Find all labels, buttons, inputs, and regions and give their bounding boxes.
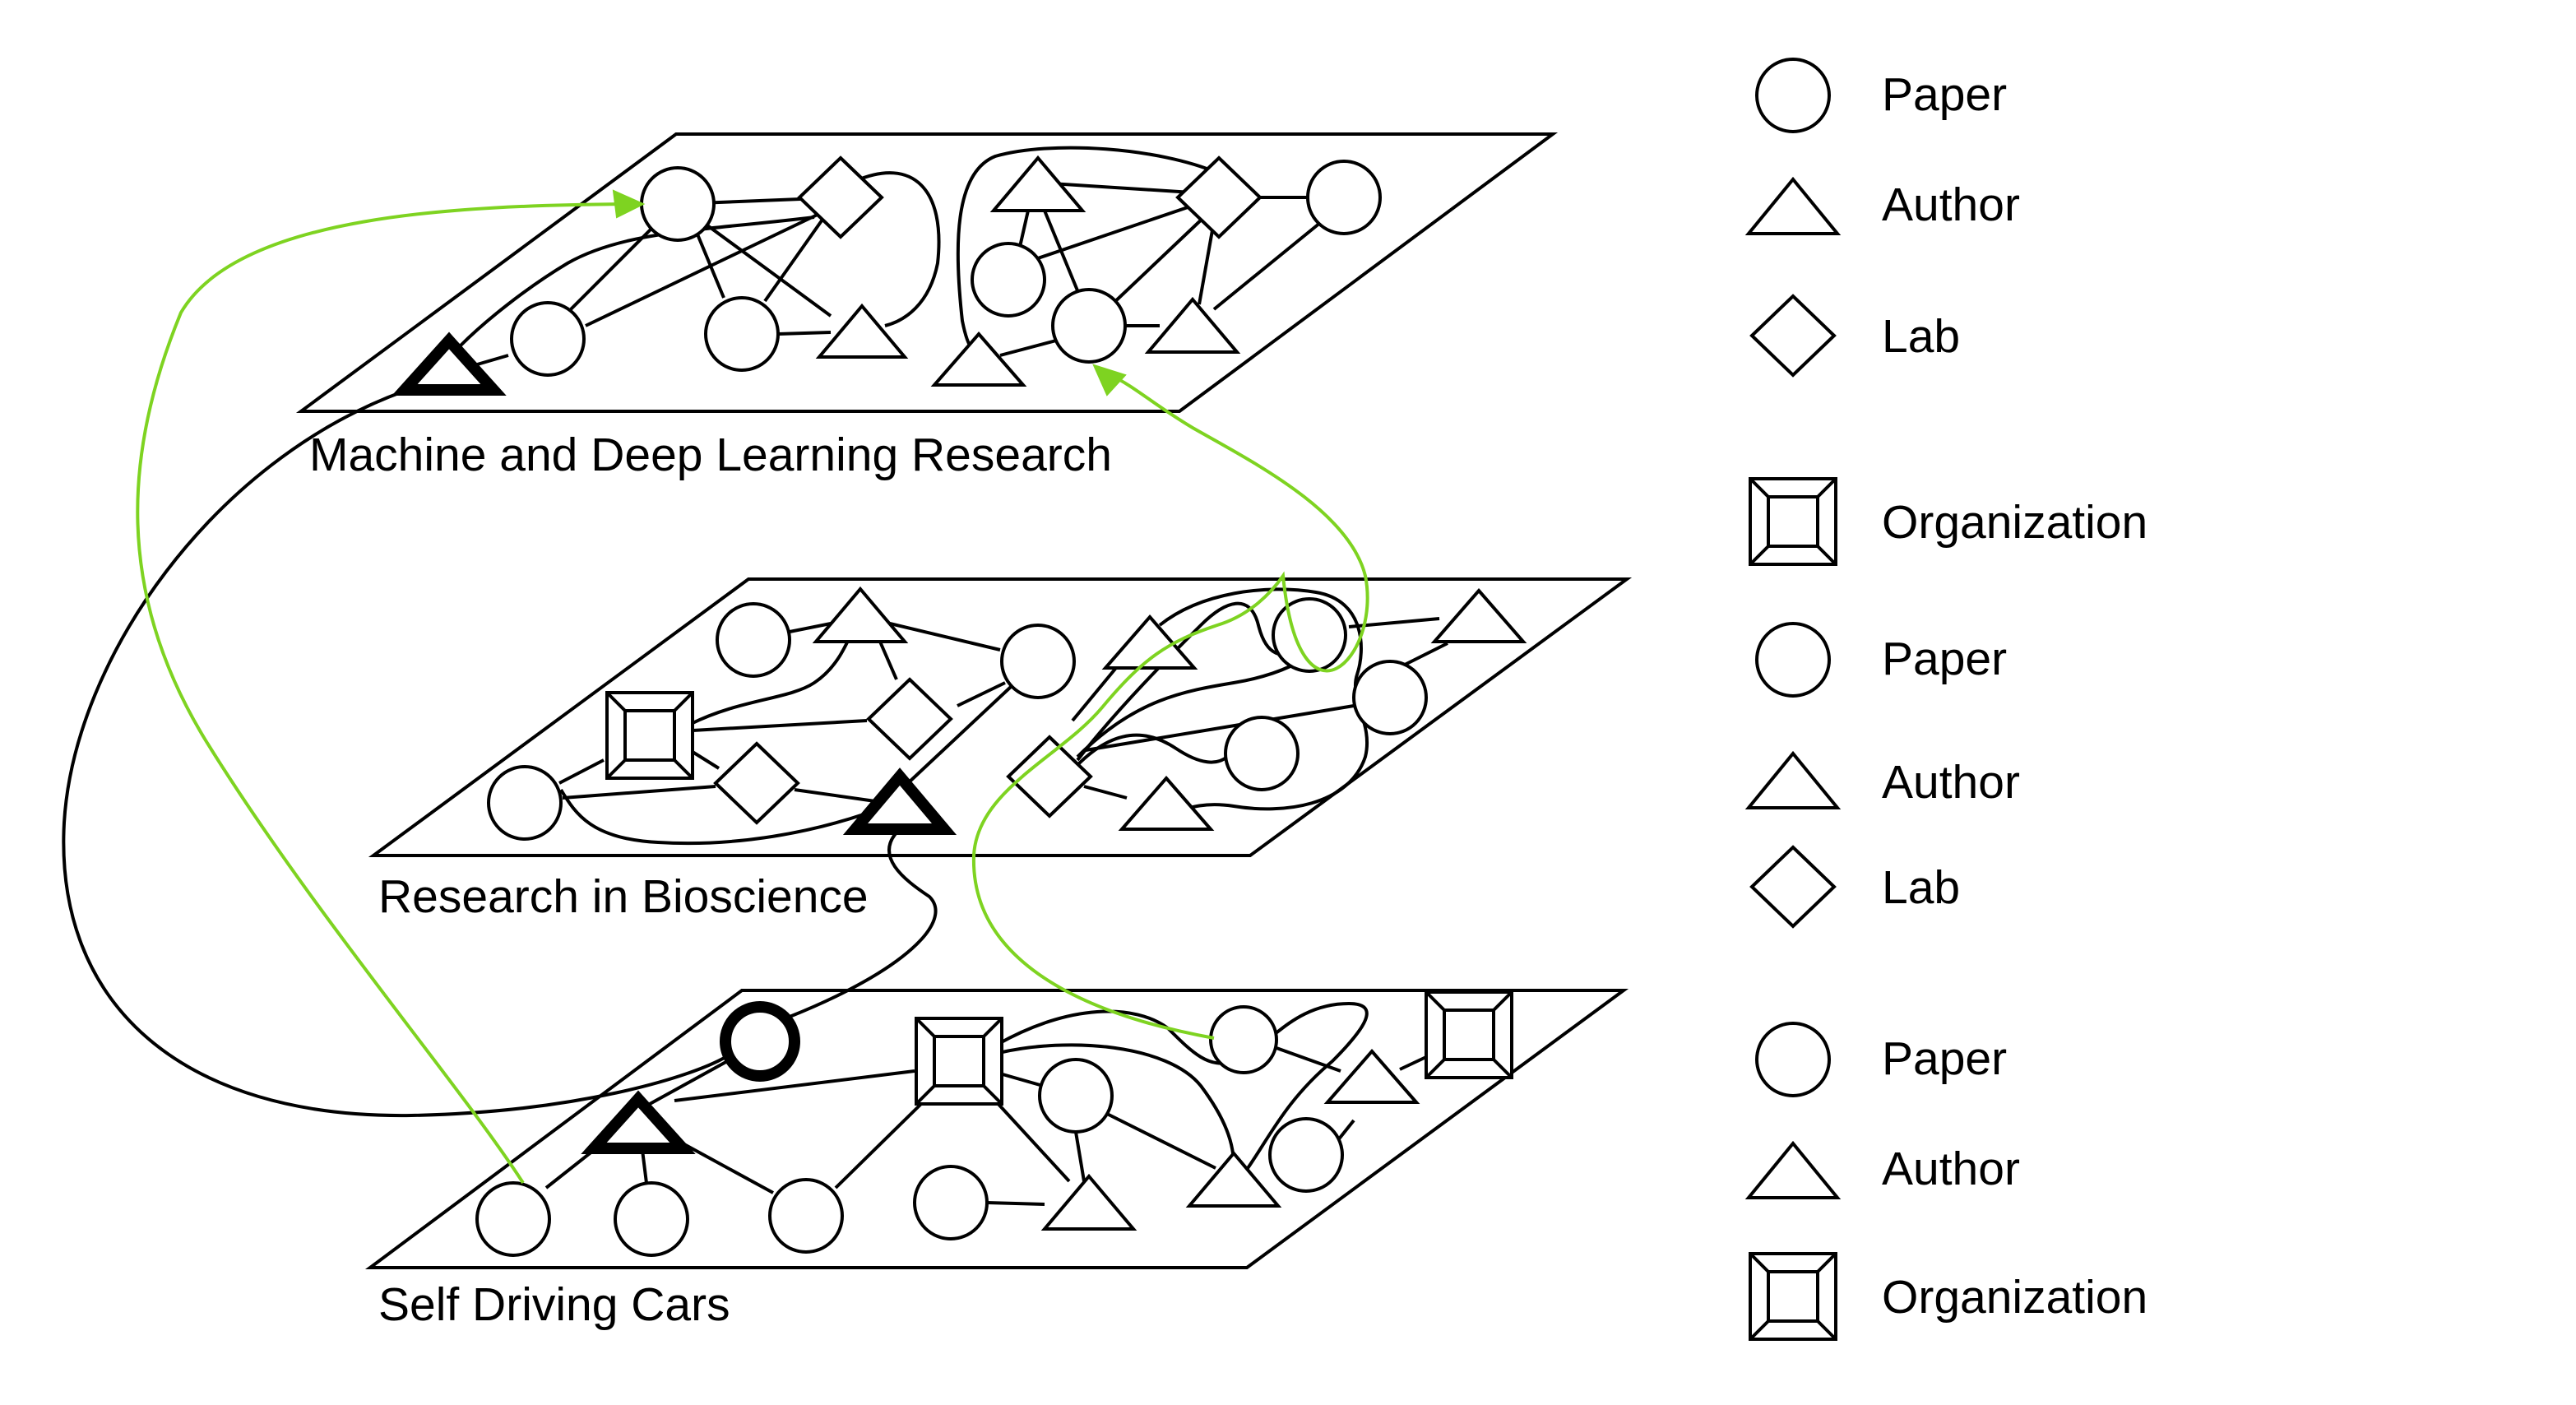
author-node: [815, 303, 909, 359]
lab-node: [866, 677, 953, 761]
paper-node-highlighted: [720, 1001, 800, 1082]
cross-layer-links: [62, 189, 1369, 1185]
layer-bio: [368, 577, 1633, 857]
author-node: [812, 586, 909, 643]
legend-label: Paper: [1882, 633, 2007, 685]
legend-label: Lab: [1882, 310, 1960, 363]
author-node-highlighted: [842, 767, 957, 835]
author-node: [930, 331, 1027, 387]
paper-node: [971, 242, 1046, 318]
layer-ml: [295, 132, 1559, 413]
legend-label: Author: [1882, 756, 2020, 809]
edges-sdc: [544, 1001, 1429, 1206]
paper-node: [475, 1181, 551, 1257]
plane-ml: [295, 132, 1559, 413]
paper-node: [1000, 624, 1076, 699]
paper-node: [1209, 1005, 1278, 1074]
legend-label: Author: [1882, 179, 2020, 231]
organization-icon: [1749, 477, 1837, 566]
legend-label: Author: [1882, 1143, 2020, 1195]
paper-node: [716, 602, 791, 678]
diamond-icon: [1749, 845, 1837, 929]
paper-node: [614, 1181, 689, 1257]
nodes-bio: [487, 586, 1527, 841]
nodes-sdc: [475, 990, 1513, 1257]
layer-sdc: [364, 989, 1629, 1269]
legend-label: Paper: [1882, 68, 2007, 121]
triangle-icon: [1744, 176, 1842, 235]
author-node-highlighted: [391, 332, 507, 396]
paper-node: [640, 166, 716, 242]
legend-label: Organization: [1882, 1271, 2147, 1324]
diamond-icon: [1749, 294, 1837, 378]
layer-label-sdc: Self Driving Cars: [378, 1278, 730, 1331]
triangle-icon: [1744, 750, 1842, 809]
author-node: [989, 155, 1086, 212]
organization-node: [605, 691, 694, 780]
author-node: [1430, 587, 1527, 643]
circle-icon: [1755, 58, 1831, 133]
legend-group-3: Paper Author Organization: [1744, 1022, 2147, 1341]
plane-bio: [368, 577, 1633, 857]
paper-node: [1224, 716, 1300, 791]
paper-node: [510, 301, 586, 377]
lab-node: [797, 155, 884, 239]
lab-node: [1175, 155, 1263, 239]
triangle-icon: [1744, 1140, 1842, 1199]
author-node: [1040, 1173, 1137, 1231]
author-node: [1185, 1150, 1282, 1208]
layer-label-ml: Machine and Deep Learning Research: [309, 429, 1112, 481]
cross-layer-link-sdc-bio-ml: [971, 373, 1369, 1040]
cross-layer-link-ml-sdc: [62, 390, 729, 1118]
plane-sdc: [364, 989, 1629, 1269]
author-node: [1323, 1048, 1420, 1104]
legend-group-1: Paper Author Lab: [1744, 58, 2020, 378]
arrow-icon: [1092, 364, 1127, 396]
paper-node: [1268, 1117, 1344, 1193]
author-node-highlighted: [581, 1090, 696, 1154]
legend-group-2: Organization Paper Author Lab: [1744, 477, 2147, 929]
layer-label-bio: Research in Bioscience: [378, 870, 869, 923]
author-node: [1101, 614, 1198, 670]
organization-icon: [1749, 1252, 1837, 1341]
organization-node: [915, 1017, 1003, 1106]
legend-label: Organization: [1882, 496, 2147, 549]
legend: Paper Author Lab Organization Paper Auth…: [1744, 58, 2147, 1341]
paper-node: [487, 765, 563, 841]
cross-layer-link-bio-sdc: [789, 828, 938, 1018]
lab-node: [1006, 735, 1093, 818]
arrow-icon: [612, 189, 646, 219]
lab-node: [713, 741, 800, 825]
paper-node: [1051, 288, 1127, 364]
circle-icon: [1755, 622, 1831, 698]
cross-layer-link-sdc-ml: [136, 202, 626, 1185]
paper-node: [1306, 160, 1382, 235]
nodes-ml: [391, 155, 1382, 396]
paper-node: [913, 1165, 989, 1240]
circle-icon: [1755, 1022, 1831, 1097]
paper-node: [1352, 660, 1428, 735]
legend-label: Lab: [1882, 861, 1960, 914]
paper-node: [1038, 1058, 1114, 1134]
author-node: [1118, 775, 1215, 831]
paper-node: [704, 296, 780, 372]
paper-node: [1272, 597, 1347, 673]
organization-node: [1425, 990, 1513, 1079]
paper-node: [768, 1178, 844, 1254]
author-node: [1144, 296, 1241, 354]
legend-label: Paper: [1882, 1032, 2007, 1085]
